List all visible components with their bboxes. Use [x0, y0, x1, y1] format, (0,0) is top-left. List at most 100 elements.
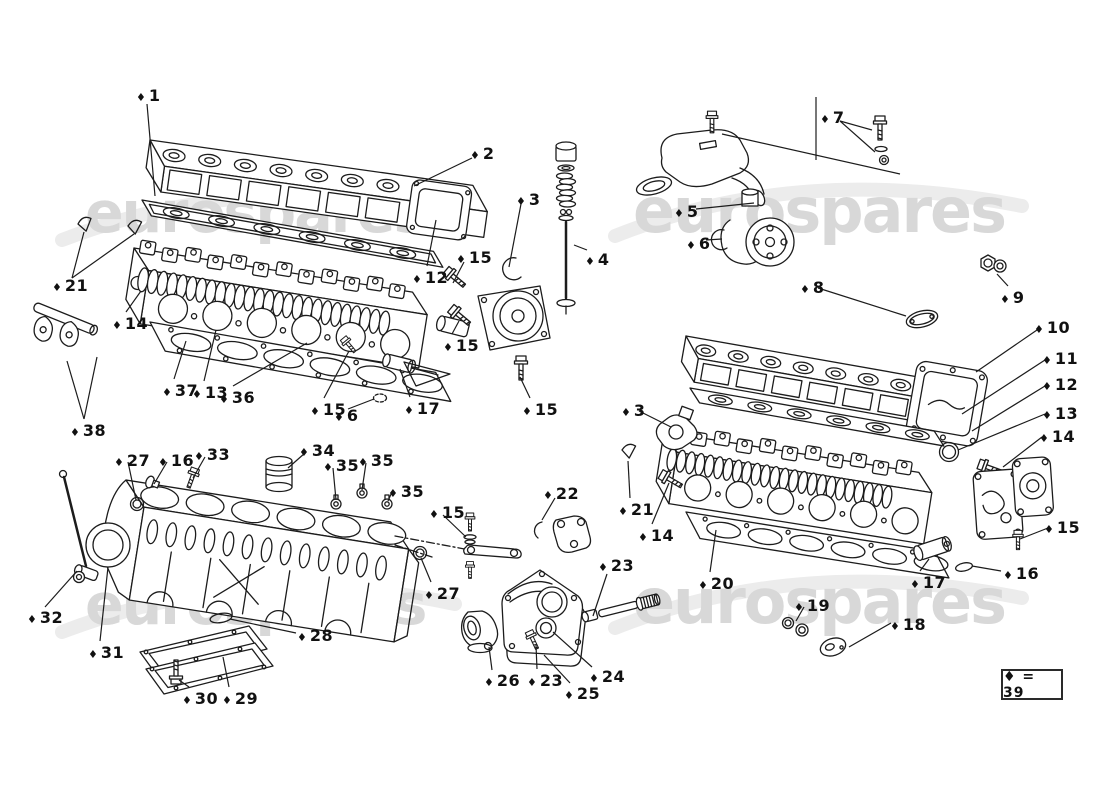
callout-14-26: ♦14 — [1039, 427, 1076, 446]
callout-6-18: ♦6 — [686, 234, 711, 253]
callout-16-39: ♦16 — [158, 451, 195, 470]
callout-18-55: ♦18 — [890, 615, 927, 634]
lever-bolt — [464, 561, 476, 579]
flange-bolt — [513, 355, 529, 381]
axis-line — [394, 535, 471, 558]
callout-17-9: ♦17 — [404, 399, 441, 418]
watermark-swoosh — [608, 182, 1029, 243]
o-ring-inner — [132, 499, 142, 509]
callout-29-49: ♦29 — [222, 689, 259, 708]
callout-30-48: ♦30 — [182, 689, 219, 708]
oval-gasket-small — [209, 612, 233, 624]
head-gasket-left — [149, 321, 452, 403]
oil-plug-inner — [784, 619, 792, 627]
pump-drive-shaft — [581, 593, 661, 623]
valve-cotter — [127, 219, 143, 235]
water-union-right — [913, 535, 952, 562]
valve-cotter — [77, 216, 92, 232]
dipstick-seal — [72, 570, 86, 584]
callout-11-23: ♦11 — [1042, 349, 1079, 368]
plate-bolt — [1012, 529, 1024, 551]
o-ring — [412, 545, 428, 561]
callout-24-53: ♦24 — [589, 667, 626, 686]
o-ring-inner — [941, 444, 957, 460]
chain-tensioner — [533, 515, 592, 554]
callout-12-24: ♦12 — [1042, 375, 1079, 394]
callout-22-35: ♦22 — [543, 484, 580, 503]
callout-15-27: ♦15 — [1044, 518, 1081, 537]
leader-lines — [44, 97, 1049, 688]
valve-cover-gasket-left — [141, 199, 444, 268]
timing-cover — [501, 569, 587, 667]
water-pump — [710, 188, 795, 267]
callout-15-16: ♦15 — [522, 400, 559, 419]
parts-layer — [33, 110, 1054, 695]
cylinder-head-left — [125, 239, 428, 369]
callout-15-13: ♦15 — [456, 248, 493, 267]
callout-12-11: ♦12 — [412, 268, 449, 287]
washer — [874, 145, 888, 153]
blanking-flange — [819, 637, 847, 657]
callout-35-42: ♦35 — [323, 456, 360, 475]
callout-28-47: ♦28 — [297, 626, 334, 645]
callout-3-31: ♦3 — [621, 401, 646, 420]
thermostat-housing — [435, 285, 551, 351]
callout-10-22: ♦10 — [1034, 318, 1071, 337]
callout-3-14: ♦3 — [516, 190, 541, 209]
callout-8-20: ♦8 — [800, 278, 825, 297]
lever-bolt — [464, 512, 476, 532]
callout-13-25: ♦13 — [1042, 404, 1079, 423]
callout-34-41: ♦34 — [299, 441, 336, 460]
callout-36-6: ♦36 — [219, 388, 256, 407]
union-gasket — [403, 361, 451, 387]
o-ring — [938, 441, 960, 463]
valve-and-spring — [555, 141, 577, 315]
callout-16-28: ♦16 — [1003, 564, 1040, 583]
water-union — [382, 353, 417, 374]
mount-bolt — [872, 115, 888, 141]
callout-35-44: ♦35 — [388, 482, 425, 501]
valve-cover-left — [145, 139, 488, 241]
callout-15-36: ♦15 — [429, 503, 466, 522]
callout-2-12: ♦2 — [470, 144, 495, 163]
callout-37-4: ♦37 — [162, 381, 199, 400]
legend-box: ♦ = 39 — [1001, 668, 1063, 701]
core-plug-outline — [372, 393, 388, 403]
oil-pickup — [460, 610, 499, 654]
callout-19-54: ♦19 — [794, 596, 831, 615]
callout-25-52: ♦25 — [564, 684, 601, 703]
callout-26-50: ♦26 — [484, 671, 521, 690]
nut-and-washer — [980, 254, 1007, 273]
callout-9-21: ♦9 — [1000, 288, 1025, 307]
callout-1-0: ♦1 — [136, 86, 161, 105]
callout-14-2: ♦14 — [112, 314, 149, 333]
callout-20-30: ♦20 — [698, 574, 735, 593]
oil-plug — [781, 616, 795, 630]
callout-14-33: ♦14 — [638, 526, 675, 545]
seal-ring-inner — [798, 626, 806, 634]
watermark-swoosh — [608, 574, 1029, 635]
valve-cover-right — [680, 335, 934, 425]
washer — [878, 154, 890, 166]
callout-33-40: ♦33 — [194, 445, 231, 464]
callout-23-34: ♦23 — [598, 556, 635, 575]
legend-text: ♦ = 39 — [1003, 668, 1036, 701]
crank-seal-inner — [92, 529, 124, 561]
o-ring — [129, 496, 145, 512]
callout-7-19: ♦7 — [820, 108, 845, 127]
valve-cover-gasket-right — [689, 387, 945, 447]
callout-17-29: ♦17 — [910, 573, 947, 592]
o-ring-oval — [954, 562, 974, 572]
dipstick-seal-hole — [75, 573, 83, 581]
washer — [464, 539, 476, 545]
callout-23-51: ♦23 — [527, 671, 564, 690]
callout-38-3: ♦38 — [70, 421, 107, 440]
valve-cotter — [621, 443, 637, 459]
callout-27-38: ♦27 — [114, 451, 151, 470]
washer-hole — [881, 157, 887, 163]
callout-15-10: ♦15 — [443, 336, 480, 355]
callout-21-1: ♦21 — [52, 276, 89, 295]
callout-32-45: ♦32 — [27, 608, 64, 627]
callout-5-17: ♦5 — [674, 202, 699, 221]
